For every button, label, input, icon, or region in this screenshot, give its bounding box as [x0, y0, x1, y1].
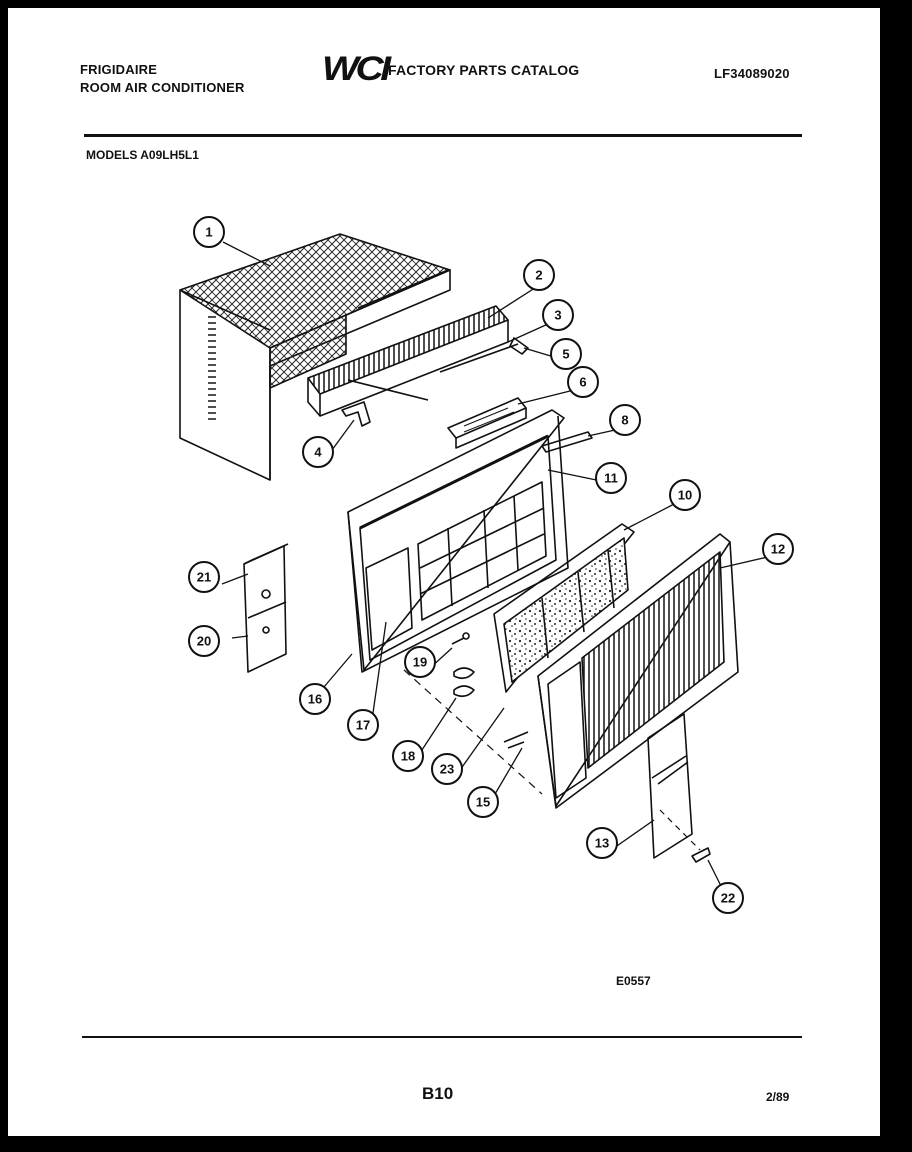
- callout-12: 12: [771, 542, 785, 557]
- front-grille: [537, 533, 739, 809]
- wci-logo: WCI: [322, 50, 391, 88]
- callout-6: 6: [579, 375, 586, 390]
- callout-22: 22: [721, 891, 735, 906]
- alignment-line-2: [659, 809, 701, 851]
- callout-3: 3: [554, 308, 561, 323]
- header-rule: [84, 134, 802, 137]
- louver-assembly: [307, 305, 509, 417]
- callout-23: 23: [440, 762, 454, 777]
- product-name: ROOM AIR CONDITIONER: [80, 80, 245, 95]
- callout-10: 10: [678, 488, 692, 503]
- callout-16: 16: [308, 692, 322, 707]
- lower-bracket: [341, 401, 371, 427]
- callout-8: 8: [621, 413, 628, 428]
- pivot-rod: [541, 431, 593, 453]
- catalog-title: FACTORY PARTS CATALOG: [388, 62, 580, 78]
- damper-rod: [439, 343, 519, 373]
- callout-circles: [188, 216, 794, 914]
- figure-code: E0557: [616, 974, 651, 988]
- cabinet-outline: [179, 233, 451, 481]
- models-line: MODELS A09LH5L1: [86, 148, 199, 162]
- callout-18: 18: [401, 749, 415, 764]
- access-door: [647, 713, 693, 859]
- screw-19: [451, 637, 465, 645]
- callout-17: 17: [356, 718, 370, 733]
- callout-21: 21: [197, 570, 211, 585]
- control-cover: [243, 543, 289, 673]
- page-code: B10: [422, 1084, 454, 1103]
- knob-18a: [453, 667, 475, 680]
- callout-11: 11: [604, 471, 618, 486]
- deflector-block: [447, 397, 527, 449]
- air-filter: [493, 523, 635, 693]
- clip-15: [503, 731, 529, 749]
- rod-clip: [509, 337, 529, 355]
- callout-15: 15: [476, 795, 490, 810]
- callout-13: 13: [595, 836, 609, 851]
- catalog-number: LF34089020: [714, 66, 790, 81]
- exploded-parts-diagram: 1 2 3 4 5 6 8 10 11 12 13 15 16 17 18 19…: [179, 216, 794, 914]
- parts-catalog-sheet: FRIGIDAIRE ROOM AIR CONDITIONER WCI FACT…: [8, 8, 880, 1136]
- front-panel: [347, 409, 569, 673]
- brand-name: FRIGIDAIRE: [80, 62, 158, 77]
- callout-2: 2: [535, 268, 542, 283]
- footer-rule: [82, 1036, 802, 1038]
- callout-19: 19: [413, 655, 427, 670]
- catalog-date: 2/89: [766, 1090, 790, 1104]
- callout-4: 4: [314, 445, 322, 460]
- screw-head: [462, 632, 470, 640]
- alignment-line: [403, 669, 543, 795]
- callout-20: 20: [197, 634, 211, 649]
- knob-18b: [453, 685, 475, 698]
- latch-22: [691, 847, 711, 863]
- callout-5: 5: [562, 347, 569, 362]
- callout-1: 1: [205, 225, 212, 240]
